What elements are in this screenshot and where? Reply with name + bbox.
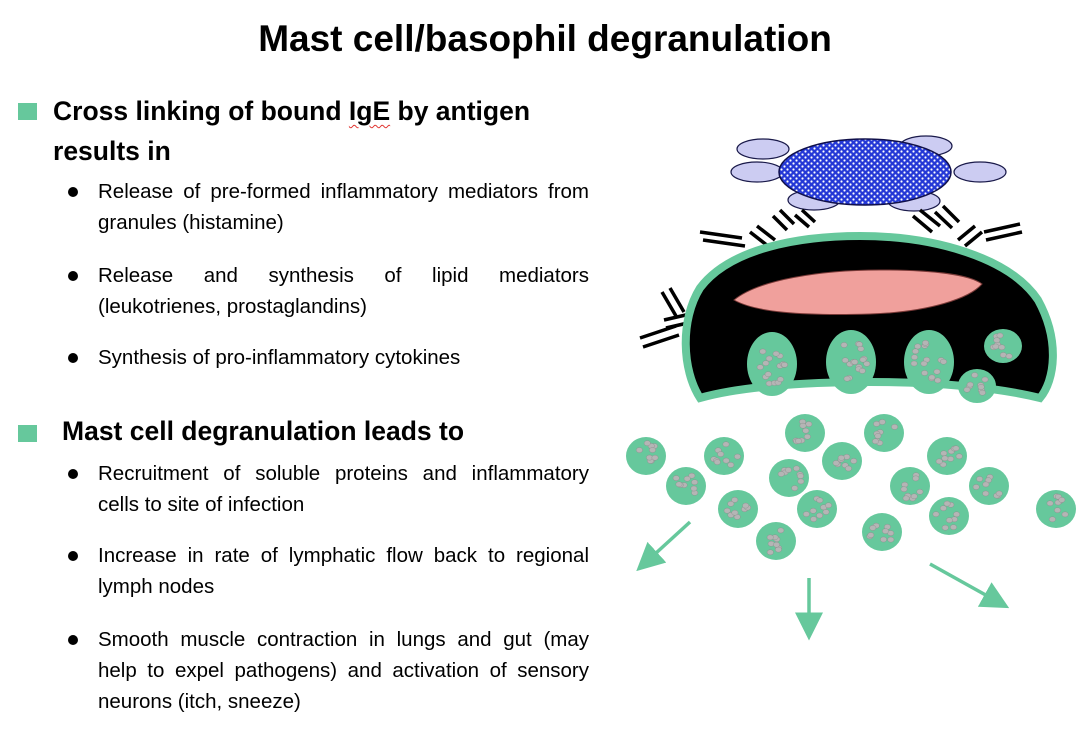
antigen-lobe bbox=[953, 161, 1007, 183]
section1-heading-before: Cross linking of bound bbox=[53, 96, 349, 126]
antibody bbox=[956, 224, 984, 248]
antibody bbox=[699, 230, 746, 248]
granule bbox=[969, 467, 1009, 505]
granule bbox=[862, 513, 902, 551]
section1-bullet-2: Release and synthesis of lipid mediators… bbox=[98, 264, 589, 318]
mast-cell-diagram bbox=[626, 135, 1076, 641]
section1-heading-ige: IgE bbox=[348, 96, 391, 126]
arrow-right bbox=[929, 562, 1010, 609]
slide-title: Mast cell/basophil degranulation bbox=[258, 18, 832, 59]
ige-antibodies bbox=[639, 204, 1023, 349]
granule bbox=[769, 459, 809, 497]
section1-square-bullet bbox=[18, 103, 37, 120]
section1-heading: Cross linking of bound IgE by antigen re… bbox=[53, 91, 593, 171]
bullet-dot bbox=[68, 187, 78, 197]
granule bbox=[927, 437, 967, 475]
antibody bbox=[748, 224, 777, 248]
bullet-dot bbox=[68, 635, 78, 645]
antibody bbox=[911, 208, 942, 234]
inner-granules bbox=[747, 329, 1022, 403]
section1-heading-after: by antigen bbox=[390, 96, 531, 126]
granule bbox=[984, 329, 1022, 363]
section2-bullet-2: Increase in rate of lymphatic flow back … bbox=[98, 544, 589, 598]
section1-bullet-3: Synthesis of pro-inflammatory cytokines bbox=[98, 346, 461, 369]
antigen-core bbox=[778, 138, 952, 206]
granule bbox=[958, 369, 996, 403]
granule bbox=[704, 437, 744, 475]
granule bbox=[890, 467, 930, 505]
antibody bbox=[983, 222, 1023, 242]
bullet-dot bbox=[68, 353, 78, 363]
granule bbox=[626, 437, 666, 475]
nucleus bbox=[733, 269, 983, 315]
antigen-lobe bbox=[736, 138, 790, 160]
granule bbox=[785, 414, 825, 452]
antibody bbox=[793, 208, 817, 229]
granule bbox=[822, 442, 862, 480]
granule bbox=[666, 467, 706, 505]
granule bbox=[797, 490, 837, 528]
granule bbox=[747, 332, 797, 396]
antibody bbox=[639, 324, 680, 349]
section2-bullet-1: Recruitment of soluble proteins and infl… bbox=[98, 462, 589, 516]
section2-bullet-3: Smooth muscle contraction in lungs and g… bbox=[98, 628, 589, 713]
section1-bullet-1: Release of pre-formed inflammatory media… bbox=[98, 180, 589, 234]
granule bbox=[904, 330, 954, 394]
antigen bbox=[730, 135, 1007, 212]
granule bbox=[1036, 490, 1076, 528]
section1-heading-line2: results in bbox=[53, 136, 171, 166]
bullet-dot bbox=[68, 551, 78, 561]
antibody bbox=[771, 208, 796, 232]
antibody bbox=[660, 287, 686, 317]
release-arrows bbox=[636, 520, 1010, 641]
granule bbox=[929, 497, 969, 535]
granule bbox=[826, 330, 876, 394]
granule bbox=[718, 490, 758, 528]
section2-heading: Mast cell degranulation leads to bbox=[62, 416, 465, 446]
section2-square-bullet bbox=[18, 425, 37, 442]
granule bbox=[864, 414, 904, 452]
bullet-dot bbox=[68, 271, 78, 281]
arrow-left bbox=[636, 520, 692, 572]
bullet-dot bbox=[68, 469, 78, 479]
antibody bbox=[933, 204, 961, 230]
granule bbox=[756, 522, 796, 560]
released-granules bbox=[626, 414, 1076, 560]
antigen-lobe bbox=[730, 161, 784, 183]
